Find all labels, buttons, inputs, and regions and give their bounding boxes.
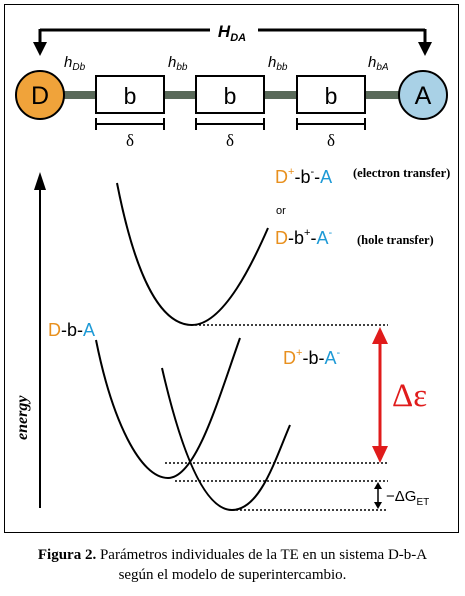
caption-line-1: Figura 2. Parámetros individuales de la … [0, 545, 465, 565]
svg-text:δ: δ [226, 131, 234, 150]
delta-bracket: δ [296, 118, 366, 150]
caption-line-2: según el modelo de superintercambio. [118, 567, 347, 583]
delta-epsilon-arrow: Δε [372, 327, 427, 463]
coupling-label: hDb [64, 54, 86, 73]
hda-arrow: HDA [33, 20, 432, 56]
energy-axis-label: energy [14, 395, 31, 440]
electron-transfer-note: (electron transfer) [353, 166, 451, 180]
bridge-state-parabola [116, 182, 269, 327]
bridge-electron-state-label: D+-b--A [275, 166, 332, 187]
superexchange-diagram: HDA hDb hbb hbb hbA D A b b b δ [14, 20, 451, 512]
delta-g-label: −ΔGET [386, 488, 429, 508]
or-label: or [276, 205, 286, 217]
caption-label: Figura 2. [37, 547, 97, 563]
electron-transfer-note-box: (electron transfer) [353, 166, 451, 180]
svg-text:δ: δ [327, 131, 335, 150]
delta-epsilon-label: Δε [392, 378, 427, 414]
delta-bracket: δ [195, 118, 265, 150]
acceptor-label: A [415, 82, 432, 110]
energy-levels [165, 324, 388, 511]
bridge-unit: b [195, 75, 265, 114]
hole-transfer-note: (hole transfer) [357, 233, 434, 247]
coupling-label: hbb [168, 54, 188, 73]
coupling-labels: hDb hbb hbb hbA [64, 54, 389, 73]
caption-text-1: Parámetros individuales de la TE en un s… [99, 547, 428, 563]
svg-text:b: b [124, 83, 137, 109]
hda-label: HDA [218, 22, 246, 44]
svg-text:b: b [224, 83, 237, 109]
coupling-label: hbA [368, 54, 389, 73]
figure-frame [4, 4, 459, 533]
initial-state-label: D-b-A [48, 320, 95, 340]
final-state-parabola [161, 367, 291, 512]
delta-bracket: δ [95, 118, 165, 150]
energy-axis: energy [14, 172, 46, 508]
svg-text:δ: δ [126, 131, 134, 150]
bridge-unit: b [296, 75, 366, 114]
initial-state-parabola [95, 337, 241, 480]
coupling-label: hbb [268, 54, 288, 73]
figure-caption: Figura 2. Parámetros individuales de la … [0, 545, 465, 585]
donor-label: D [31, 82, 49, 110]
delta-g-arrow: −ΔGET [374, 482, 429, 509]
final-state-label: D+-b-A- [283, 347, 340, 368]
acceptor-node: A [398, 70, 448, 120]
bridge-hole-state-label: D-b+-A- [275, 227, 332, 248]
donor-node: D [15, 70, 65, 120]
svg-text:b: b [325, 83, 338, 109]
bridge-unit: b [95, 75, 165, 114]
